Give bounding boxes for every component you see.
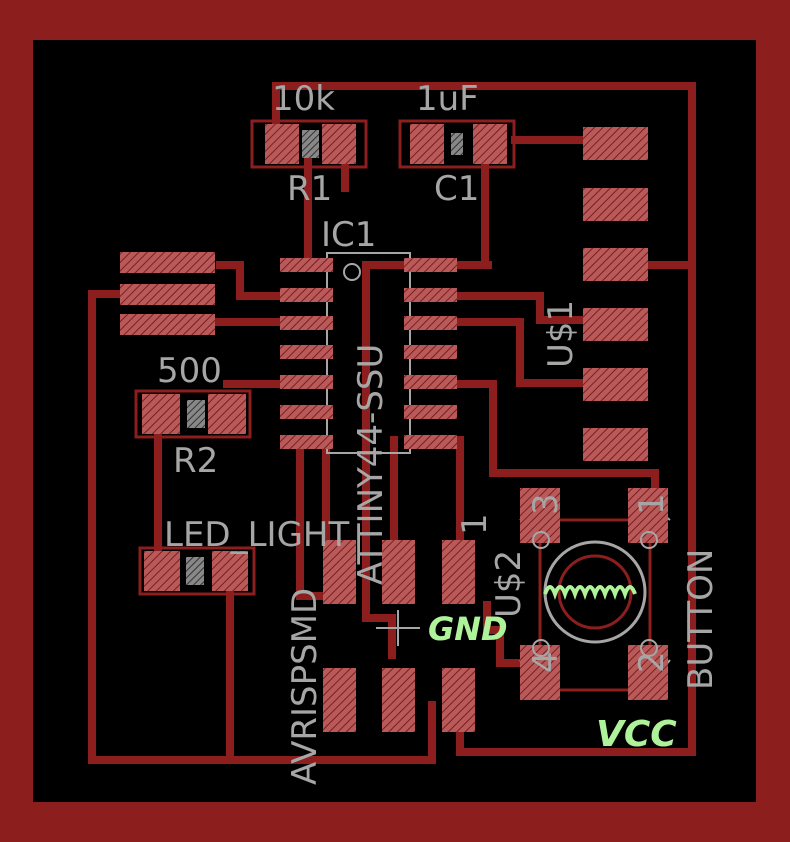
squiggle-annotation xyxy=(543,585,637,600)
button-pin-label: 3 xyxy=(526,493,566,515)
u1-ref-label: U$1 xyxy=(541,300,581,368)
button-pad xyxy=(520,645,560,700)
r2-pad xyxy=(142,394,180,434)
button-pad xyxy=(628,488,668,543)
c1-footprint xyxy=(398,119,516,169)
led-pad xyxy=(212,551,248,591)
button-pin-label: 4 xyxy=(526,651,566,673)
u2-pin1-label: 1 xyxy=(455,513,495,535)
r1-pad xyxy=(322,124,356,164)
r2-footprint xyxy=(134,389,252,439)
ic1-ref-label: IC1 xyxy=(321,215,376,255)
r2-value-label: 500 xyxy=(157,351,222,391)
u2-ref-label: U$2 xyxy=(489,550,529,618)
button-pad xyxy=(628,645,668,700)
c1-pad xyxy=(410,124,444,164)
r1-footprint xyxy=(250,119,368,169)
r1-pad xyxy=(265,124,299,164)
r2-pad xyxy=(208,394,246,434)
c1-value-label: 1uF xyxy=(416,79,479,119)
button-pin-label: 1 xyxy=(632,493,672,515)
c1-ref-label: C1 xyxy=(434,169,479,209)
vcc-annotation: VCC xyxy=(596,714,677,755)
gnd-annotation: GND xyxy=(428,610,508,648)
led-pad xyxy=(144,551,180,591)
c1-pad xyxy=(473,124,507,164)
ic1-part-label: ATTINY44-SSU xyxy=(351,344,391,585)
r1-ref-label: R1 xyxy=(287,169,332,209)
led-ref-label: LED_LIGHT xyxy=(164,515,349,555)
left-pads xyxy=(120,252,215,335)
button-pin-label: 2 xyxy=(632,651,672,673)
r2-ref-label: R2 xyxy=(173,441,218,481)
isp-pads xyxy=(323,540,475,732)
button-ref-label: BUTTON xyxy=(681,549,721,690)
u1-pads xyxy=(583,127,648,461)
button-footprint xyxy=(519,488,671,700)
ic1-footprint xyxy=(280,252,457,454)
r1-value-label: 10k xyxy=(272,79,335,119)
button-pad xyxy=(520,488,560,543)
isp-ref-label: AVRISPSMD xyxy=(285,588,325,785)
led-footprint xyxy=(138,546,256,596)
